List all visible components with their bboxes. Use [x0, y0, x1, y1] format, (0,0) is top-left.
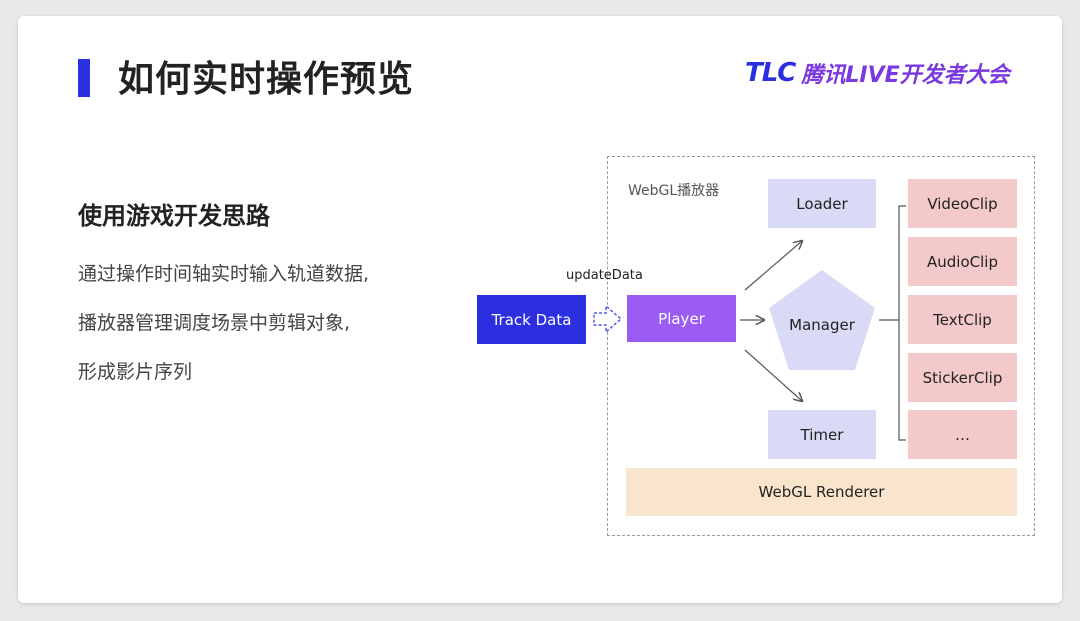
section-subtitle: 使用游戏开发思路 [78, 202, 270, 230]
clip-node: AudioClip [908, 237, 1017, 286]
page-title: 如何实时操作预览 [118, 59, 415, 100]
description-line: 播放器管理调度场景中剪辑对象, [78, 312, 351, 334]
description-line: 通过操作时间轴实时输入轨道数据, [78, 263, 370, 285]
edge-label-updatedata: updateData [566, 268, 643, 283]
player-node: Player [627, 295, 736, 342]
player-to-timer-arrow [744, 349, 802, 401]
update-data-arrow [593, 304, 623, 334]
manager-node: Manager [767, 268, 877, 372]
frame-label: WebGL播放器 [628, 183, 720, 199]
clip-node: StickerClip [908, 353, 1017, 402]
pentagon-shape [769, 270, 875, 370]
title-accent-bar [78, 59, 90, 97]
manager-label: Manager [789, 316, 855, 334]
logo-text: 腾讯LIVE开发者大会 [801, 63, 1010, 88]
clip-node: … [908, 410, 1017, 459]
track-data-node: Track Data [477, 295, 586, 344]
loader-node: Loader [768, 179, 876, 228]
clips-bracket [898, 205, 906, 441]
webgl-renderer-node: WebGL Renderer [626, 468, 1017, 516]
clip-node: TextClip [908, 295, 1017, 344]
player-to-loader-arrow [744, 241, 802, 291]
logo-mark: TLC [745, 58, 796, 88]
timer-node: Timer [768, 410, 876, 459]
description: 通过操作时间轴实时输入轨道数据, 播放器管理调度场景中剪辑对象, 形成影片序列 [78, 257, 369, 404]
tlc-logo: TLC 腾讯LIVE开发者大会 [745, 58, 1010, 88]
clip-node: VideoClip [908, 179, 1017, 228]
description-line: 形成影片序列 [78, 361, 193, 383]
webgl-player-frame [607, 156, 1035, 536]
